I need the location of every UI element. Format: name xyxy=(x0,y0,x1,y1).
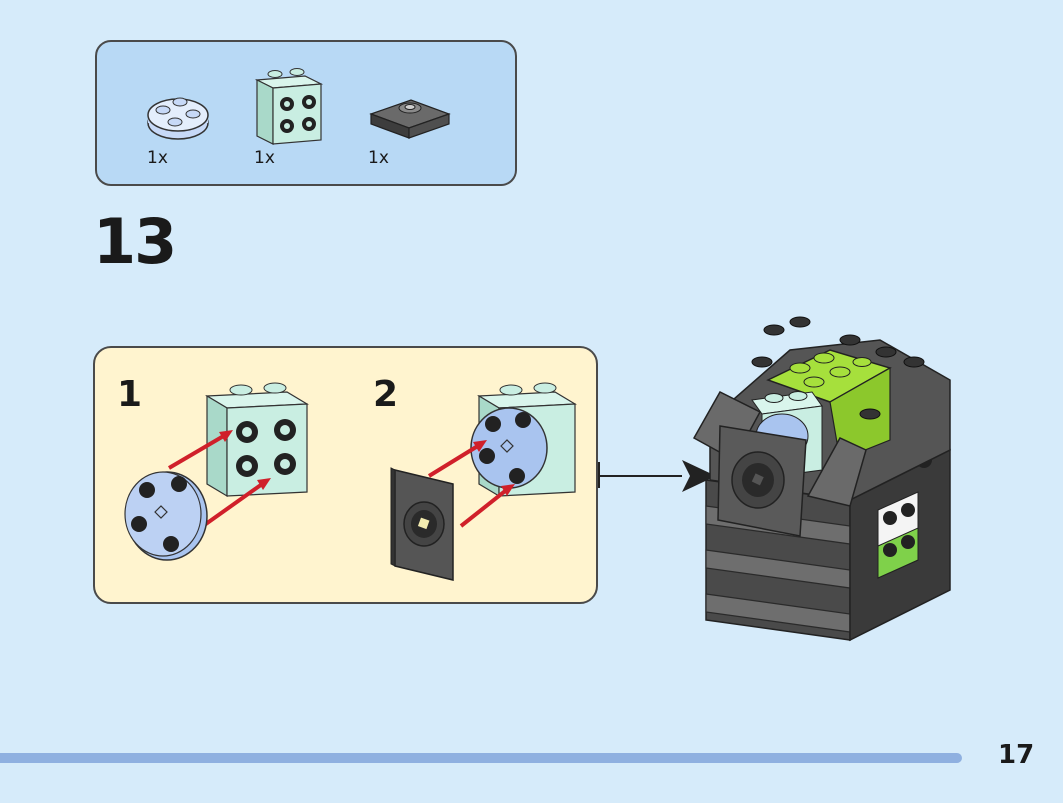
step-number: 13 xyxy=(93,205,177,278)
substep-2-number: 2 xyxy=(373,374,399,415)
substep-callout: 1 2 xyxy=(93,346,598,604)
footer-progress-bar xyxy=(0,753,962,763)
substep-1-illustration xyxy=(124,382,310,561)
dark-plate-part-icon xyxy=(369,99,451,139)
part-1-quantity: 1x xyxy=(147,148,168,168)
page-number: 17 xyxy=(998,740,1035,770)
parts-list-callout: 1x 1x 1x xyxy=(95,40,517,186)
callout-connector-arrow xyxy=(598,460,716,492)
part-2-quantity: 1x xyxy=(254,148,275,168)
part-3-quantity: 1x xyxy=(368,148,389,168)
substep-2-illustration xyxy=(390,382,577,581)
side-stud-brick-part-icon xyxy=(254,68,324,145)
round-plate-part-icon xyxy=(147,97,209,140)
substep-1-number: 1 xyxy=(117,374,143,415)
assembled-model-illustration xyxy=(692,316,951,642)
